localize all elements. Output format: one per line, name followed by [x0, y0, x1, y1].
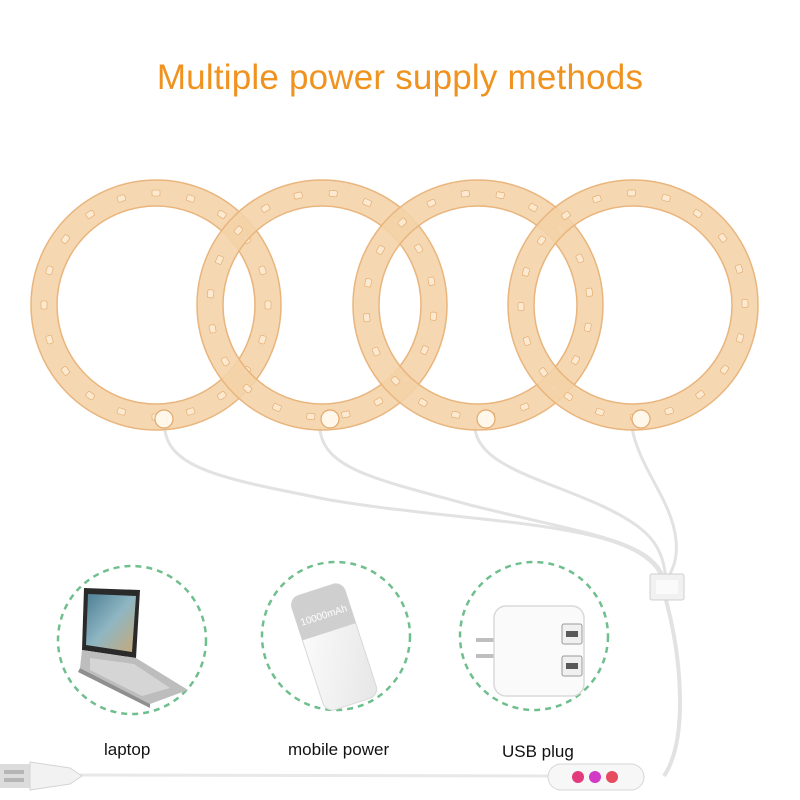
led-chip	[718, 233, 728, 243]
led-chip	[233, 225, 243, 236]
led-chip	[522, 336, 532, 346]
led-rings	[30, 179, 759, 431]
led-chip	[575, 253, 585, 264]
led-chip	[720, 364, 729, 375]
led-chip	[45, 265, 54, 276]
led-chip	[585, 287, 593, 297]
led-chip	[264, 300, 272, 310]
usb-cable	[79, 773, 551, 778]
controller	[547, 763, 645, 791]
led-chip	[116, 407, 127, 416]
led-chip	[429, 311, 437, 321]
usb-a-plug	[0, 761, 83, 791]
led-chip	[519, 402, 530, 412]
led-chip	[60, 234, 70, 244]
usb-adapter-icon	[476, 605, 585, 697]
led-chip	[185, 407, 196, 416]
led-chip	[522, 267, 530, 277]
led-chip	[495, 191, 505, 199]
led-ring	[507, 179, 759, 431]
caption-usb-plug: USB plug	[502, 742, 574, 761]
led-chip	[364, 278, 372, 288]
led-chip	[661, 194, 671, 202]
controller-button-dim	[606, 771, 618, 783]
led-chip	[208, 324, 217, 334]
led-chip	[427, 276, 436, 286]
ring-connector	[320, 409, 340, 429]
led-chip	[341, 410, 351, 419]
led-chip	[517, 302, 525, 311]
led-chip	[736, 333, 744, 343]
led-chip	[306, 412, 316, 420]
led-chip	[584, 322, 592, 332]
led-chip	[460, 190, 470, 198]
led-chip	[537, 235, 546, 246]
caption-laptop: laptop	[104, 740, 151, 759]
led-chip	[595, 408, 605, 416]
led-chip	[272, 403, 282, 412]
led-chip	[85, 391, 95, 401]
led-chip	[734, 264, 744, 274]
led-chip	[528, 203, 538, 212]
ring-cables	[163, 426, 678, 580]
led-chip	[215, 255, 224, 265]
led-chip	[40, 300, 48, 310]
led-chip	[242, 384, 253, 394]
led-chip	[85, 209, 95, 219]
led-ring	[30, 179, 282, 431]
laptop-icon	[78, 588, 188, 708]
led-chip	[116, 194, 127, 203]
led-chip	[185, 194, 196, 203]
led-chip	[60, 366, 70, 376]
led-chip	[328, 190, 338, 198]
led-chip	[414, 243, 424, 254]
controller-button-power	[572, 771, 584, 783]
led-chip	[418, 398, 428, 407]
usb-plug-option	[458, 560, 610, 712]
mobile-power-option: 10000mAh	[260, 560, 412, 712]
ring-connector	[631, 409, 651, 429]
cable-splitter	[649, 573, 685, 601]
led-chip	[664, 406, 674, 416]
led-chip	[258, 334, 267, 345]
led-chip	[373, 397, 384, 407]
led-chip	[627, 189, 636, 197]
led-chip	[217, 209, 227, 219]
ring-connector	[476, 409, 496, 429]
led-chip	[692, 209, 703, 218]
led-chip	[376, 245, 385, 255]
led-chip	[293, 191, 303, 200]
led-chip	[538, 367, 548, 377]
ring-connector	[154, 409, 174, 429]
led-chip	[207, 289, 215, 299]
led-chip	[420, 345, 429, 355]
led-chip	[426, 198, 437, 208]
page-title: Multiple power supply methods	[156, 58, 644, 97]
led-chip	[258, 265, 267, 276]
led-chip	[151, 189, 161, 197]
led-chip	[571, 355, 580, 365]
led-chip	[363, 313, 371, 323]
led-chip	[362, 198, 372, 207]
led-chip	[695, 390, 705, 400]
led-chip	[563, 392, 574, 401]
led-chip	[561, 210, 571, 220]
laptop-option	[56, 564, 208, 716]
led-chip	[45, 334, 54, 345]
power-bank-icon: 10000mAh	[290, 583, 378, 711]
main-cable	[662, 599, 682, 778]
led-chip	[371, 346, 381, 357]
caption-mobile-power: mobile power	[288, 740, 390, 759]
led-chip	[217, 391, 227, 401]
led-chip	[390, 376, 401, 386]
led-chip	[220, 356, 230, 367]
led-chip	[260, 203, 271, 213]
led-chip	[741, 299, 749, 308]
controller-button-mode	[589, 771, 601, 783]
led-chip	[451, 411, 461, 419]
led-chip	[592, 194, 602, 204]
led-chip	[397, 217, 407, 228]
